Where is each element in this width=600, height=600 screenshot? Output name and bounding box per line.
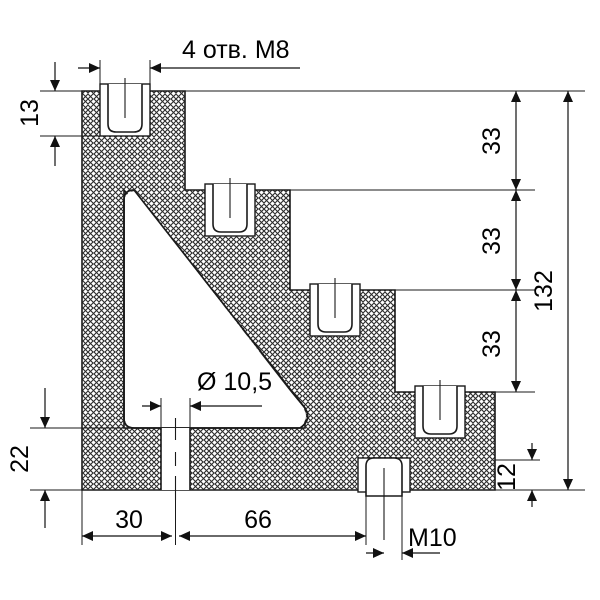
part-body: [81, 90, 496, 491]
dimension-66-label: 66: [244, 506, 272, 534]
dimension-33-3: 33: [478, 290, 535, 393]
dimension-33-3-label: 33: [478, 330, 506, 358]
dimension-33-1-label: 33: [478, 127, 506, 155]
dimension-13: 13: [16, 62, 100, 166]
inner-cavity-mask: [125, 191, 307, 427]
callout-through-hole: Ø 10,5: [142, 368, 272, 440]
dimension-33-1: 33: [185, 90, 535, 191]
dimension-30-label: 30: [115, 506, 143, 534]
callout-through-hole-label: Ø 10,5: [197, 368, 272, 396]
dimension-12: 12: [493, 443, 585, 507]
dimension-12-label: 12: [493, 463, 521, 491]
tapped-hole-m8-2: [204, 178, 256, 237]
dimension-33-2-label: 33: [478, 227, 506, 255]
callout-m10-label: M10: [408, 524, 457, 552]
inner-cavity-edge: [123, 189, 309, 429]
dimension-22: 22: [6, 388, 124, 528]
dimension-13-label: 13: [16, 99, 44, 127]
callout-4-holes-m8: 4 отв. M8: [78, 36, 300, 95]
dimension-22-label: 22: [6, 445, 34, 473]
tapped-hole-m10: [357, 457, 411, 540]
dimension-132-label: 132: [530, 270, 558, 312]
callout-m10: M10: [366, 496, 457, 560]
tapped-hole-m8-3: [309, 278, 361, 337]
callout-4-holes-m8-label: 4 отв. M8: [182, 36, 290, 64]
dimension-66: 66: [179, 496, 367, 545]
tapped-hole-m8-1: [99, 78, 151, 137]
dimension-132: 132: [495, 90, 585, 490]
dimension-30: 30: [81, 476, 176, 545]
tapped-hole-m8-4: [414, 380, 466, 439]
dimension-33-2: 33: [395, 190, 535, 291]
